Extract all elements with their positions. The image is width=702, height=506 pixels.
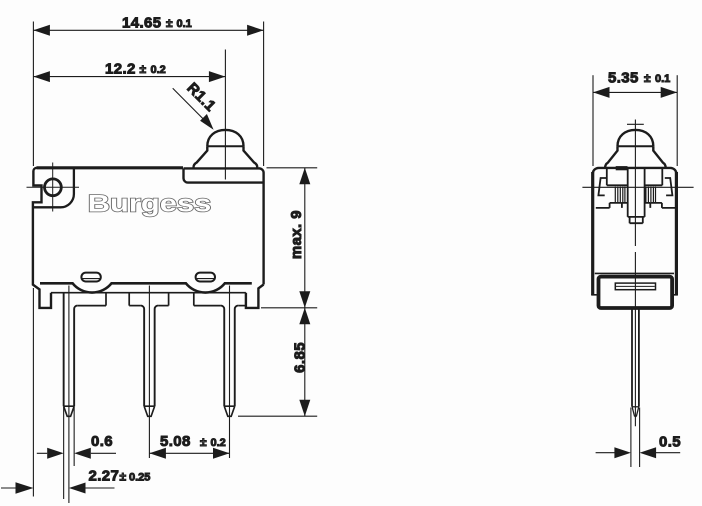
svg-text:0.2: 0.2 (211, 437, 226, 449)
svg-text:0.5: 0.5 (659, 433, 681, 450)
svg-text:max. 9: max. 9 (288, 210, 305, 259)
svg-text:2.27: 2.27 (89, 468, 120, 485)
svg-text:5.35: 5.35 (608, 70, 639, 87)
svg-text:6.85: 6.85 (292, 342, 309, 373)
svg-text:±: ± (644, 71, 651, 85)
svg-text:14.65: 14.65 (122, 15, 162, 32)
svg-text:Burgess: Burgess (88, 190, 212, 217)
svg-text:0.6: 0.6 (91, 433, 113, 450)
svg-text:±: ± (166, 16, 173, 30)
svg-text:0.2: 0.2 (151, 64, 166, 76)
svg-text:12.2: 12.2 (105, 61, 136, 78)
svg-text:±: ± (120, 470, 127, 484)
svg-text:R1.1: R1.1 (183, 80, 219, 116)
svg-text:0.1: 0.1 (177, 18, 192, 30)
svg-text:0.25: 0.25 (129, 472, 150, 484)
svg-text:±: ± (140, 62, 147, 76)
svg-text:±: ± (200, 435, 207, 449)
svg-text:5.08: 5.08 (160, 433, 191, 450)
svg-text:0.1: 0.1 (655, 73, 670, 85)
